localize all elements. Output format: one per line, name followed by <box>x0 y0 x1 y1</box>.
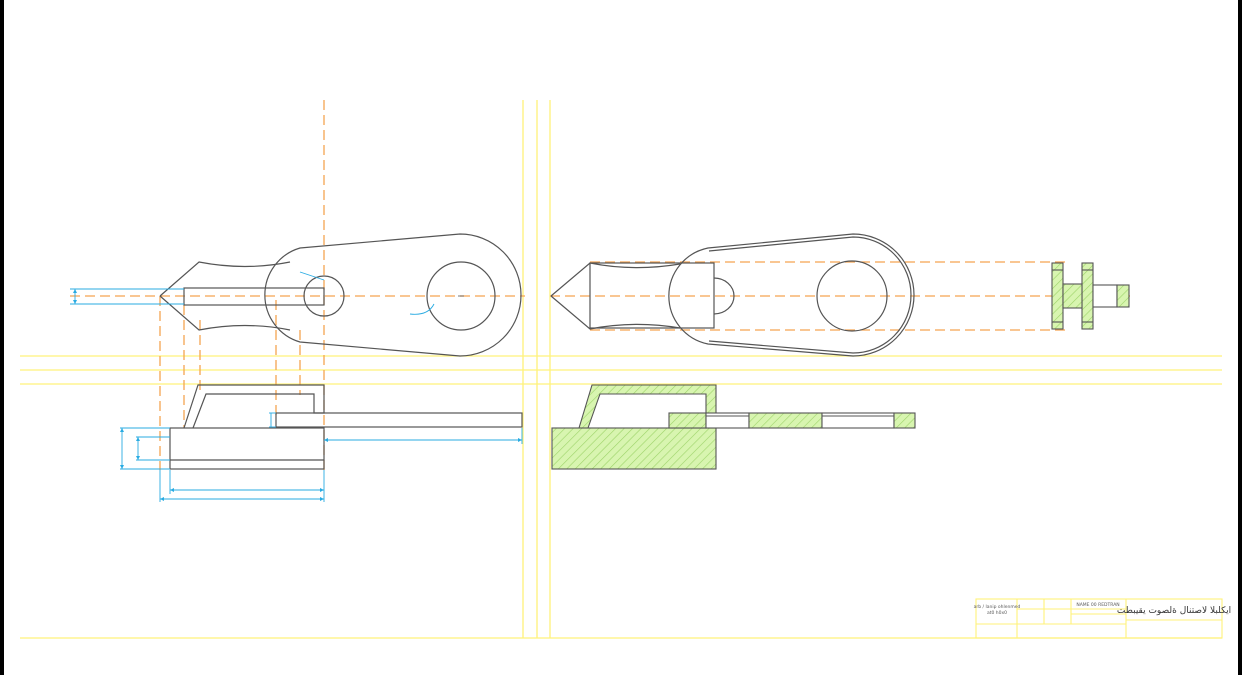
pin-head <box>713 277 735 315</box>
small-hole <box>303 275 345 317</box>
eye-plate-outline-right <box>668 233 915 357</box>
center-lines <box>70 100 1130 470</box>
pointed-tip-outline <box>159 261 291 297</box>
title-block-name: NAME 00 REDTRAN <box>1076 602 1119 608</box>
slider-bar <box>275 412 523 428</box>
drawing-sheet: arb / lanip ohlenmed at0 h0x0 NAME 00 RE… <box>4 0 1238 675</box>
drawing-title: ايكلبلا لاصتنال ةلصوت يقيبطت <box>1117 606 1231 616</box>
title-block-note-2: at0 h0x0 <box>987 610 1007 616</box>
dimension-arrowheads <box>73 289 522 501</box>
frame-lines <box>20 100 1222 639</box>
title-block <box>975 598 1223 639</box>
section-base <box>551 427 717 470</box>
pointed-tip-outline-right <box>550 262 681 297</box>
hook-outline <box>183 384 325 429</box>
base-block <box>169 427 325 470</box>
right-section-view <box>551 384 916 470</box>
large-hole-right <box>816 260 888 332</box>
left-front-view <box>169 384 523 470</box>
eye-plate-outline <box>264 233 522 357</box>
dimensions <box>70 271 523 502</box>
technical-drawing: arb / lanip ohlenmed at0 h0x0 NAME 00 RE… <box>20 100 1231 639</box>
left-top-view <box>159 233 522 357</box>
pin-slot <box>183 287 325 306</box>
large-hole <box>426 261 496 331</box>
slider-rect <box>589 262 715 329</box>
right-top-view <box>550 233 915 357</box>
title-block-note-1: arb / lanip ohlenmed <box>974 604 1021 610</box>
side-section-view <box>1051 262 1130 330</box>
